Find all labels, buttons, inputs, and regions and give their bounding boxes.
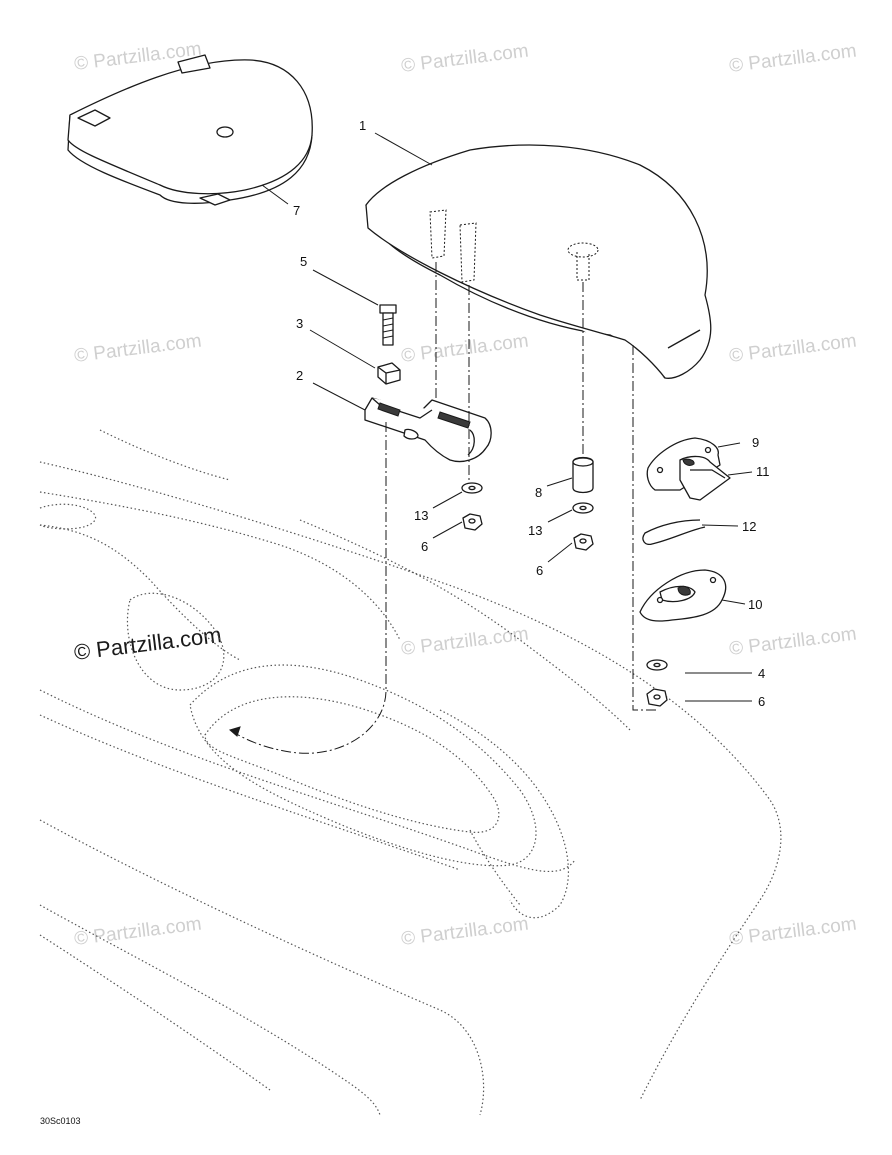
callout-10: 10 bbox=[748, 597, 762, 612]
bracket-part-2 bbox=[364, 397, 492, 463]
callout-4: 4 bbox=[758, 666, 765, 681]
leader-lines bbox=[261, 132, 753, 702]
callout-6: 6 bbox=[536, 563, 543, 578]
callout-3: 3 bbox=[296, 316, 303, 331]
callout-7: 7 bbox=[293, 203, 300, 218]
watermark-text: © Partzilla.com bbox=[728, 331, 858, 367]
callout-1: 1 bbox=[359, 118, 366, 133]
bolt-part-5 bbox=[379, 304, 397, 346]
seat-cushion-part-7 bbox=[67, 54, 313, 206]
callout-9: 9 bbox=[752, 435, 759, 450]
callout-labels: 1 7 5 3 2 13 6 8 13 6 9 11 12 10 4 6 bbox=[293, 118, 770, 709]
watermark-prominent: © Partzilla.com bbox=[73, 622, 223, 665]
watermark-text: © Partzilla.com bbox=[73, 914, 203, 950]
watermark-text: © Partzilla.com bbox=[728, 624, 858, 660]
clip-part-11 bbox=[679, 455, 731, 501]
callout-6: 6 bbox=[421, 539, 428, 554]
watermark-text: © Partzilla.com bbox=[400, 41, 530, 77]
wire-spring-part-12 bbox=[642, 519, 706, 546]
callout-6: 6 bbox=[758, 694, 765, 709]
watermark-text: © Partzilla.com bbox=[400, 331, 530, 367]
callout-8: 8 bbox=[535, 485, 542, 500]
alignment-lines bbox=[228, 262, 658, 754]
hardware-right-stack bbox=[646, 659, 668, 707]
hardware-middle-stack bbox=[572, 456, 594, 551]
callout-13: 13 bbox=[414, 508, 428, 523]
watermark-text: © Partzilla.com bbox=[73, 331, 203, 367]
hardware-left-stack bbox=[461, 482, 483, 531]
diagram-code: 30Sc0103 bbox=[40, 1116, 81, 1126]
watermark-text: © Partzilla.com bbox=[400, 624, 530, 660]
nut-part-3 bbox=[377, 362, 401, 385]
callout-12: 12 bbox=[742, 519, 756, 534]
callout-2: 2 bbox=[296, 368, 303, 383]
callout-13: 13 bbox=[528, 523, 542, 538]
callout-5: 5 bbox=[300, 254, 307, 269]
watermark-text: © Partzilla.com bbox=[728, 41, 858, 77]
watermark-text: © Partzilla.com bbox=[400, 914, 530, 950]
callout-11: 11 bbox=[756, 464, 770, 479]
hull-outline bbox=[39, 429, 782, 1116]
seat-base-part-1 bbox=[365, 144, 712, 379]
latch-housing-part-10 bbox=[639, 569, 727, 622]
